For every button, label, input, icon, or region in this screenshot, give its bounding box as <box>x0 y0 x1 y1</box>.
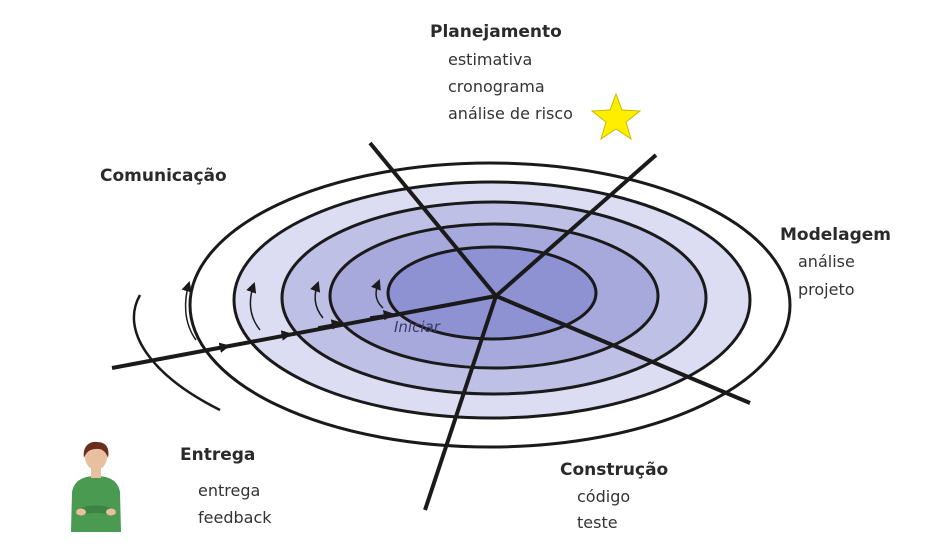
presenter-figure-icon <box>71 441 121 532</box>
start-arrow-2 <box>267 330 293 341</box>
axis-planejamento-modelagem <box>494 153 658 298</box>
modelagem-item-projeto: projeto <box>798 280 855 299</box>
planejamento-item-analise-risco: análise de risco <box>448 104 573 123</box>
comunicacao-title: Comunicação <box>100 166 227 186</box>
spiral-outer-arc <box>132 294 221 412</box>
construcao-item-teste: teste <box>577 513 618 532</box>
construcao-title: Construção <box>560 460 669 480</box>
modelagem-item-analise: análise <box>798 252 855 271</box>
spiral-arrow-3 <box>310 281 324 319</box>
planejamento-item-cronograma: cronograma <box>448 77 545 96</box>
star-icon <box>590 92 642 141</box>
start-label: Iniciar <box>394 318 440 336</box>
planejamento-item-estimativa: estimativa <box>448 50 533 69</box>
planejamento-title: Planejamento <box>430 22 562 42</box>
axis-entrega-start <box>111 294 497 370</box>
entrega-title: Entrega <box>180 445 256 465</box>
entrega-item-feedback: feedback <box>198 508 272 527</box>
start-arrow-1 <box>204 342 231 353</box>
spiral-arrow-4 <box>371 279 384 309</box>
spiral-arrow-2 <box>246 282 261 331</box>
start-arrow-4 <box>369 309 395 321</box>
axis-planejamento-comunicacao <box>368 141 498 298</box>
construcao-item-codigo: código <box>577 487 631 506</box>
modelagem-title: Modelagem <box>780 225 892 245</box>
axis-construcao-entrega <box>423 295 498 511</box>
start-arrow-3 <box>317 319 343 330</box>
entrega-item-entrega: entrega <box>198 481 261 500</box>
axis-modelagem-construcao <box>495 294 751 405</box>
spiral-arrow-1 <box>181 280 197 341</box>
